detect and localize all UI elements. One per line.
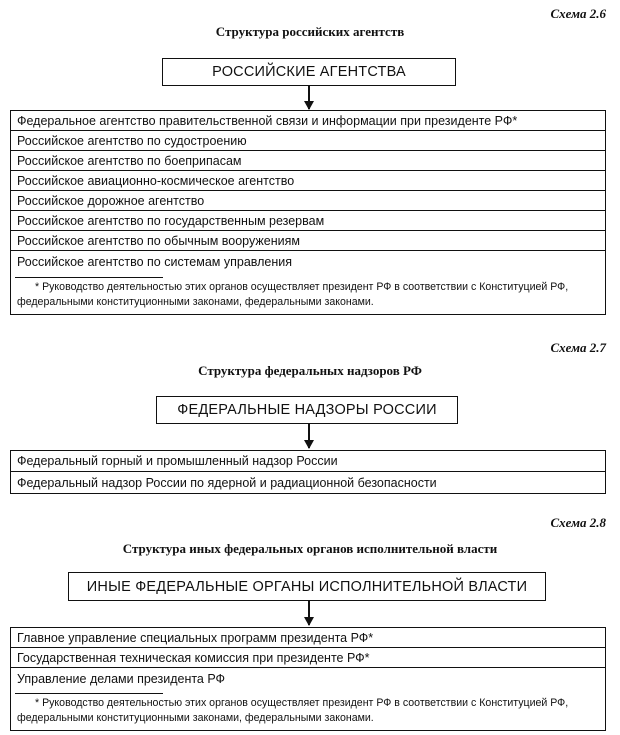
list-item: Российское авиационно-космическое агентс… (11, 171, 605, 191)
footnote-divider (15, 277, 163, 278)
scheme-2-7-head-box: ФЕДЕРАЛЬНЫЕ НАДЗОРЫ РОССИИ (156, 396, 458, 424)
list-item: Государственная техническая комиссия при… (11, 648, 605, 668)
list-item: Российское агентство по системам управле… (17, 255, 293, 269)
list-item: Российское агентство по государственным … (11, 211, 605, 231)
scheme-2-8-head-box: ИНЫЕ ФЕДЕРАЛЬНЫЕ ОРГАНЫ ИСПОЛНИТЕЛЬНОЙ В… (68, 572, 546, 601)
list-item: Российское агентство по боеприпасам (11, 151, 605, 171)
scheme-2-7-title: Структура федеральных надзоров РФ (198, 363, 422, 378)
list-item: Российское дорожное агентство (11, 191, 605, 211)
scheme-2-6-title: Структура российских агентств (215, 24, 405, 39)
scheme-2-8-label: Схема 2.8 (550, 515, 606, 530)
scheme-2-8-arrow (305, 601, 313, 626)
scheme-2-7-label: Схема 2.7 (550, 340, 606, 355)
scheme-2-7-list: Федеральный горный и промышленный надзор… (10, 450, 606, 494)
scheme-2-6-arrow (305, 86, 313, 110)
list-item: Федеральный горный и промышленный надзор… (11, 451, 605, 472)
list-item: Федеральное агентство правительственной … (11, 111, 605, 131)
list-item: Управление делами президента РФ (17, 671, 226, 686)
footnote-divider (15, 693, 163, 694)
scheme-2-8-title: Структура иных федеральных органов испол… (122, 541, 498, 556)
list-item: Федеральный надзор России по ядерной и р… (17, 475, 437, 490)
scheme-2-8-footnote: * Руководство деятельностью этих органов… (17, 697, 569, 724)
list-item: Главное управление специальных программ … (11, 628, 605, 648)
scheme-2-7-arrow (305, 424, 313, 449)
scheme-2-6-list: Федеральное агентство правительственной … (10, 110, 606, 315)
scheme-2-6-head-box: РОССИЙСКИЕ АГЕНТСТВА (162, 58, 456, 86)
list-item: Российское агентство по обычным вооружен… (11, 231, 605, 251)
scheme-2-8-list: Главное управление специальных программ … (10, 627, 606, 731)
scheme-2-6-footnote: * Руководство деятельностью этих органов… (17, 281, 569, 308)
scheme-2-6-label: Схема 2.6 (550, 6, 606, 21)
list-item: Российское агентство по судостроению (11, 131, 605, 151)
